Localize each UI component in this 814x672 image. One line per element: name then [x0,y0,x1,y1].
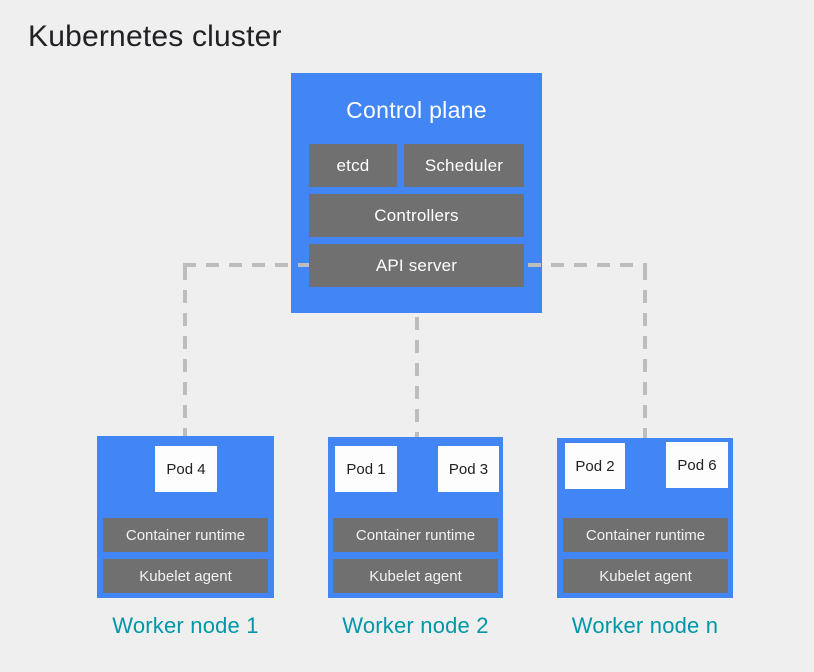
pod-box: Pod 4 [155,446,217,492]
pod-box: Pod 3 [438,446,499,492]
pod-box: Pod 6 [666,442,728,488]
etcd-box: etcd [309,144,397,187]
worker-node-1-label: Worker node 1 [112,613,259,638]
connector-dash-vertical-left [183,267,187,436]
container-runtime-box: Container runtime [103,518,268,552]
diagram-title: Kubernetes cluster [28,20,282,53]
kubelet-agent-box: Kubelet agent [563,559,728,593]
control-plane-box: Control plane etcd Scheduler Controllers… [291,73,542,313]
control-plane-title: Control plane [346,97,487,123]
container-runtime-box: Container runtime [563,518,728,552]
pod-box: Pod 2 [565,443,625,489]
worker-node-2-box: Pod 1 Pod 3 Container runtime Kubelet ag… [328,437,503,598]
pod-box: Pod 1 [335,446,397,492]
controllers-box: Controllers [309,194,524,237]
connector-dash-vertical-right [643,267,647,438]
connector-dash-vertical-center [415,317,419,437]
worker-node-1-box: Pod 4 Container runtime Kubelet agent [97,436,274,598]
kubelet-agent-box: Kubelet agent [333,559,498,593]
scheduler-box: Scheduler [404,144,524,187]
worker-node-2-label: Worker node 2 [342,613,489,638]
worker-node-n-box: Pod 2 Pod 6 Container runtime Kubelet ag… [557,438,733,598]
kubelet-agent-box: Kubelet agent [103,559,268,593]
worker-node-n-label: Worker node n [571,613,719,638]
container-runtime-box: Container runtime [333,518,498,552]
api-server-box: API server [309,244,524,287]
